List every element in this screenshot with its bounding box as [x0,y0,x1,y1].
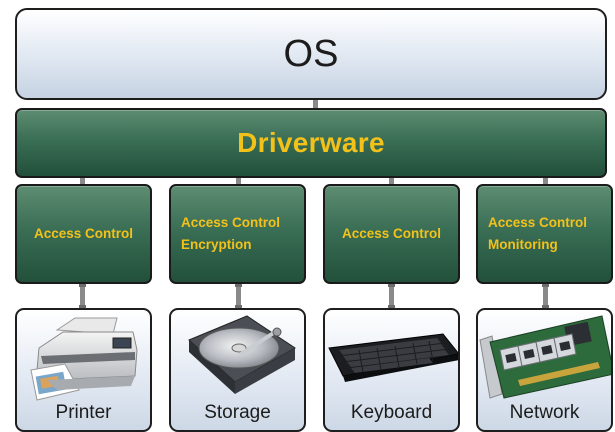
module-4-line-1: Access Control [488,214,588,230]
device-label-storage: Storage [204,402,271,423]
connector-driverware-module-4 [543,178,548,184]
device-label-keyboard: Keyboard [350,402,433,423]
module-access-control-3: Access Control [323,184,460,284]
printer-icon [30,317,138,401]
connector-os-driverware [313,100,318,108]
connector-module-device-4 [542,284,549,308]
module-access-control-encryption: Access Control Encryption [169,184,306,284]
module-3-line-1: Access Control [341,225,442,241]
connector-driverware-module-3 [389,178,394,184]
connector-module-device-2 [235,284,242,308]
module-2-line-1: Access Control [181,214,281,230]
connector-driverware-module-2 [236,178,241,184]
module-access-control-monitoring: Access Control Monitoring [476,184,613,284]
driverware-layer: Driverware [15,108,607,178]
connector-driverware-module-1 [80,178,85,184]
device-network: Network [476,308,613,432]
module-4-line-2: Monitoring [488,237,558,252]
network-card-icon [479,315,611,399]
hard-drive-icon [188,315,296,394]
os-label: OS [283,33,339,75]
device-printer: Printer [15,308,152,432]
os-layer: OS [15,8,607,100]
module-access-control-1: Access Control [15,184,152,284]
driverware-label: Driverware [237,127,385,158]
device-label-network: Network [509,402,580,423]
keyboard-icon [328,333,458,382]
connector-module-device-1 [79,284,86,308]
module-2-line-2: Encryption [181,237,252,252]
device-label-printer: Printer [55,402,112,423]
connector-module-device-3 [388,284,395,308]
module-1-line-1: Access Control [33,225,134,241]
device-keyboard: Keyboard [323,308,460,432]
device-storage: Storage [169,308,306,432]
